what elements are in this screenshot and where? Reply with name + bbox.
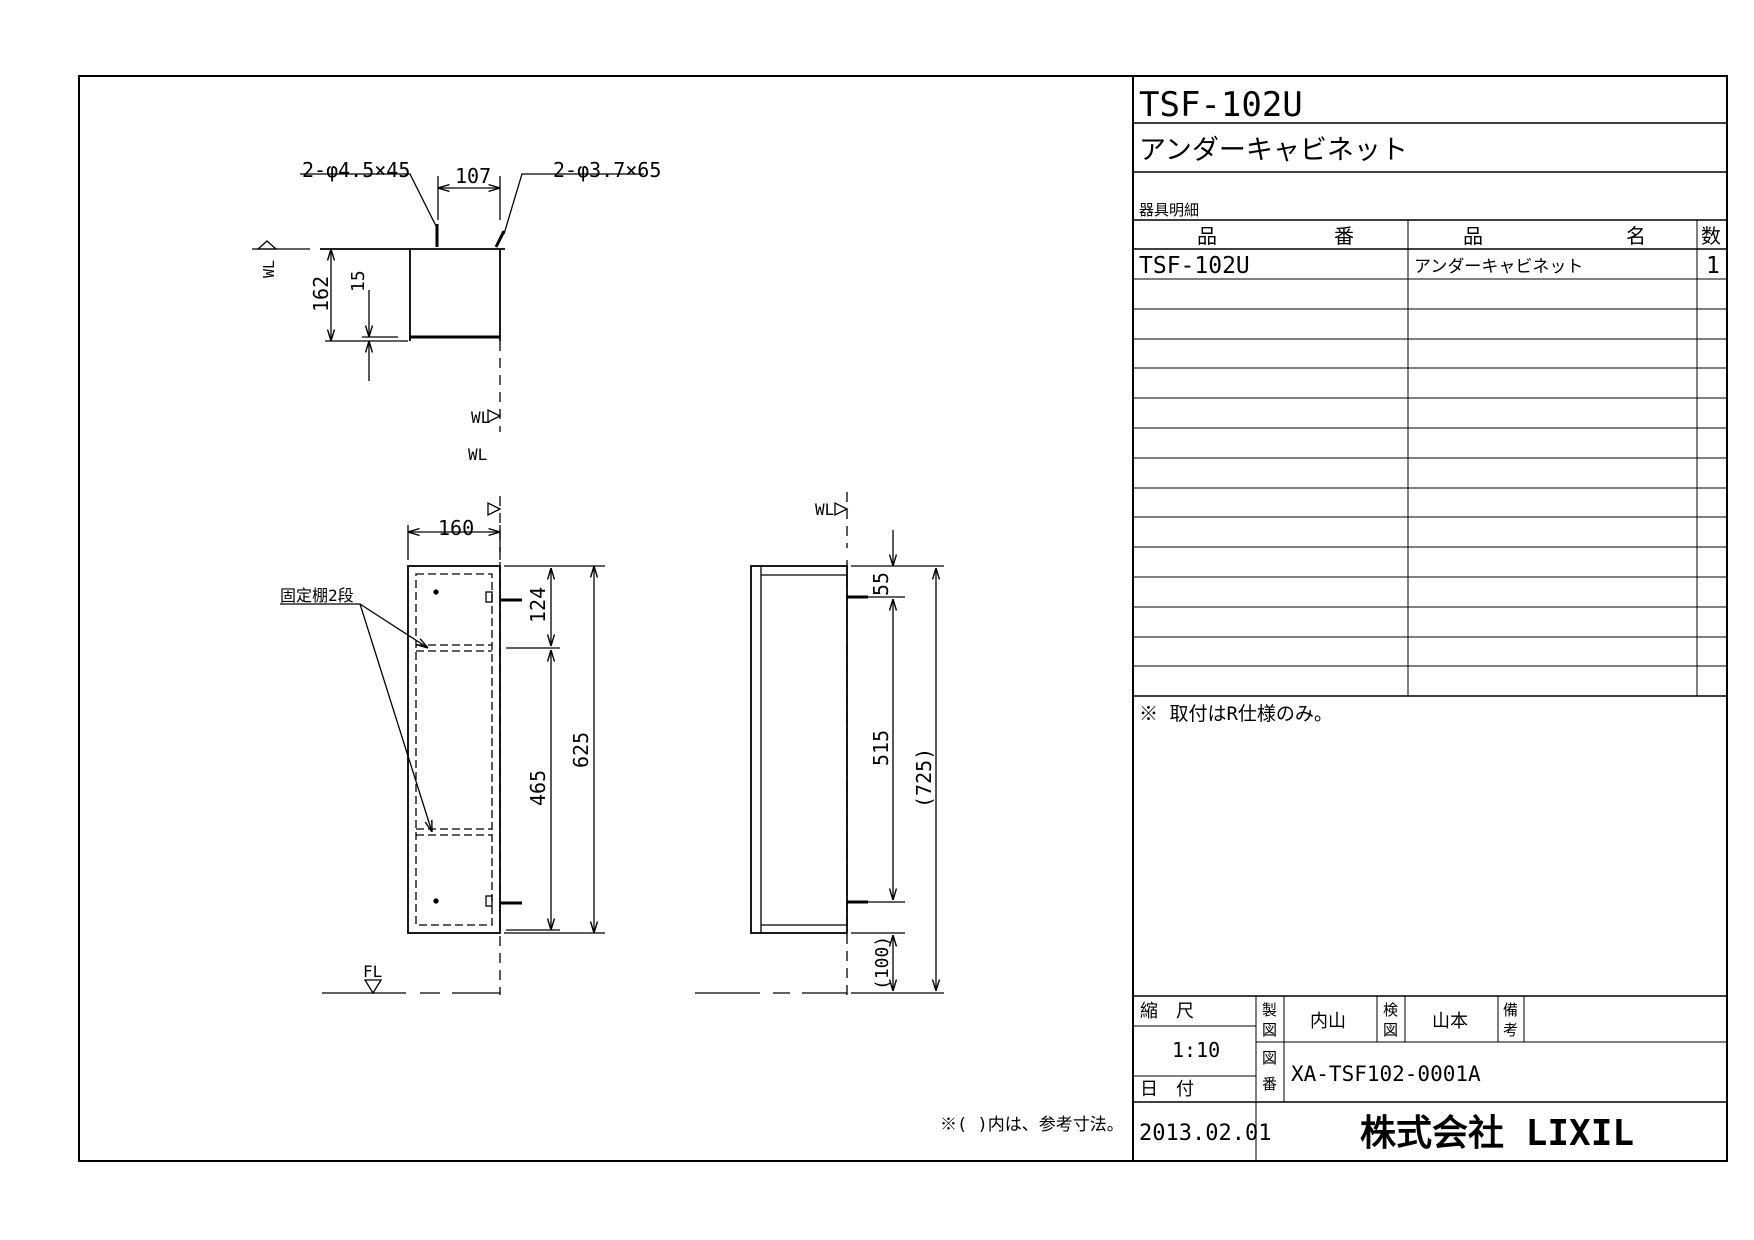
top-width-dim: 107 [455,164,491,188]
header-part-no-1: 品 [1197,224,1217,248]
scale-value: 1:10 [1172,1038,1220,1062]
top-height-dim: 162 [309,276,333,312]
side-dim-bottom: (100) [872,936,893,990]
drawing-no-label-1: 図 [1262,1049,1277,1067]
checked-label-1: 検 [1383,1001,1398,1019]
drawing-no-label-2: 番 [1262,1075,1277,1093]
top-wl-marker: WL [260,260,278,278]
remarks-label-1: 備 [1503,1001,1518,1019]
drawing-number: XA-TSF102-0001A [1291,1062,1481,1086]
drawn-label-2: 図 [1262,1021,1277,1039]
side-dim-middle: 515 [869,730,893,766]
top-view [252,173,644,432]
row-name: アンダーキャビネット [1414,257,1583,277]
front-fl: FL [363,962,382,981]
row-qty: 1 [1706,253,1720,279]
remarks-label-2: 考 [1503,1021,1518,1039]
front-wl: WL [468,445,487,464]
row-part-no: TSF-102U [1139,253,1250,279]
checked-by: 山本 [1432,1011,1468,1032]
scale-label: 縮 尺 [1140,1001,1194,1022]
model-number: TSF-102U [1139,85,1303,125]
parts-list-caption: 器具明細 [1139,201,1199,219]
header-name-1: 品 [1463,224,1483,248]
front-view [280,496,605,995]
top-screw-right: 2-φ3.7×65 [553,158,661,182]
front-width-dim: 160 [438,516,474,540]
company-name: 株式会社 LIXIL [1360,1113,1634,1154]
front-dim-top: 124 [526,587,550,623]
date-label: 日 付 [1140,1079,1194,1100]
drawn-label-1: 製 [1262,1001,1277,1019]
outer-border [78,75,1728,1162]
side-dim-total: (725) [912,748,936,808]
date-value: 2013.02.01 [1139,1121,1271,1146]
side-view [695,492,944,995]
header-part-no-2: 番 [1334,224,1354,248]
shelf-label: 固定棚2段 [280,586,354,605]
title-block [1133,122,1727,1161]
front-dim-total: 625 [569,732,593,768]
product-name: アンダーキャビネット [1139,135,1408,166]
mounting-note: ※ 取付はR仕様のみ。 [1139,703,1333,725]
top-wl-bottom: WL [471,408,490,427]
header-qty: 数 [1701,224,1721,248]
drawn-by: 内山 [1310,1011,1346,1032]
reference-dimension-note: ※( )内は、参考寸法。 [940,1115,1124,1135]
side-dim-top: 55 [869,572,893,596]
front-dim-middle: 465 [526,770,550,806]
checked-label-2: 図 [1383,1021,1398,1039]
side-wl: WL [815,500,834,519]
header-name-2: 名 [1626,224,1646,248]
top-screw-left: 2-φ4.5×45 [302,158,410,182]
top-inner-dim: 15 [348,270,369,292]
